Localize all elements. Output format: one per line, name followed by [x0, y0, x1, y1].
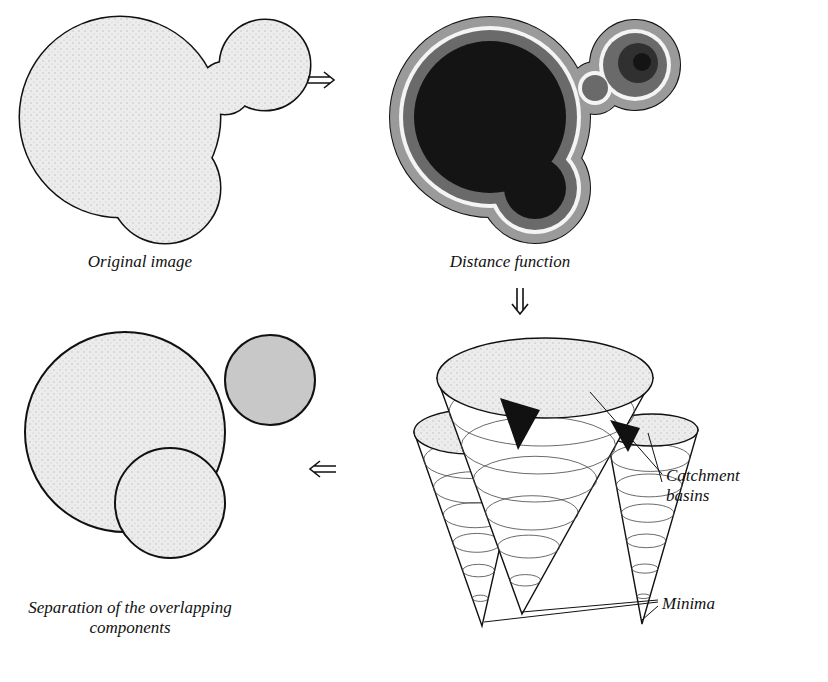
callout-label: Catchment basins [666, 466, 776, 506]
caption: Distance function [410, 252, 610, 272]
separated-blob [25, 332, 315, 558]
distance-blob [390, 17, 680, 243]
caption: Separation of the overlapping components [15, 598, 245, 638]
leader-line [484, 392, 662, 622]
caption: Original image [40, 252, 240, 272]
cone [437, 338, 653, 614]
original-blob [20, 17, 310, 243]
basin-patch [500, 398, 540, 450]
callout-label: Minima [662, 594, 772, 614]
cone [606, 414, 698, 624]
catchment-cones [414, 338, 698, 626]
basin-patch [610, 420, 640, 452]
